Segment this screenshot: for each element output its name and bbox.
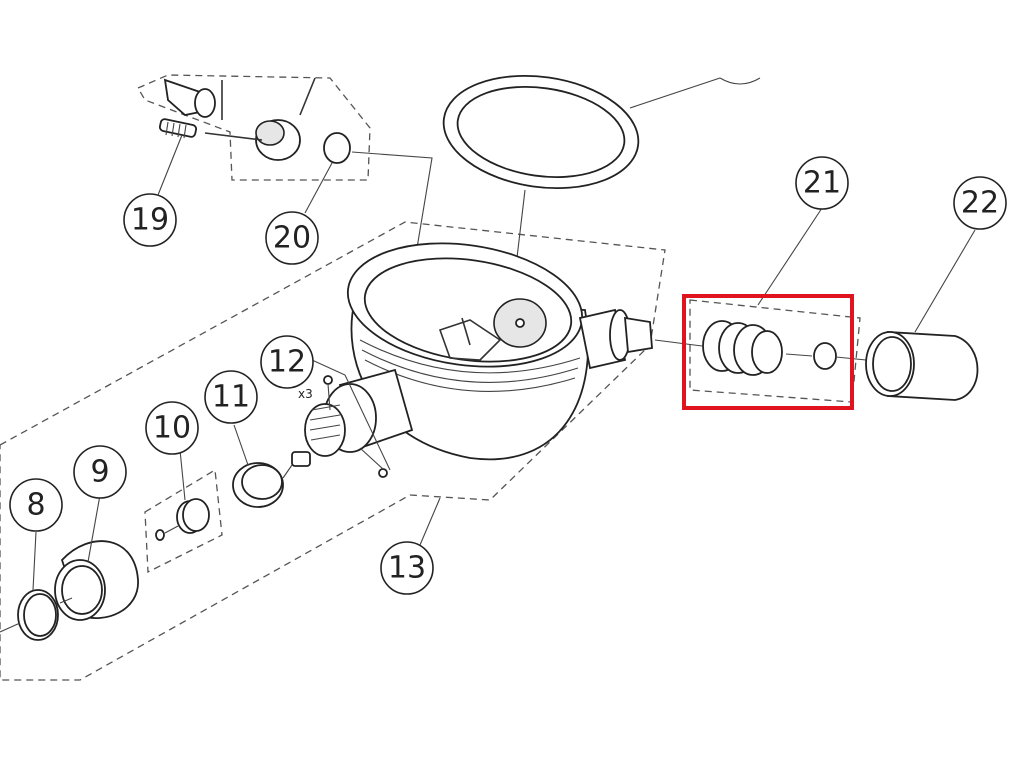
- screw-12b: [378, 468, 388, 478]
- callout-19-label: 19: [131, 203, 169, 238]
- callout-9: 9: [73, 445, 127, 499]
- end-cap-part-9: [54, 540, 139, 621]
- leader-13: [419, 497, 441, 546]
- callout-13-label: 13: [388, 551, 426, 586]
- spring-set-part-21: [702, 320, 867, 376]
- large-o-ring: [442, 74, 640, 190]
- callout-11: 11: [204, 370, 258, 424]
- leader-12a: [327, 383, 331, 411]
- ring-part-8: [17, 589, 59, 641]
- callout-12-note: x3: [298, 387, 313, 401]
- main-bowl-body: [346, 242, 589, 461]
- leader-22: [914, 229, 976, 333]
- leader-12: [311, 359, 391, 471]
- callout-22-label: 22: [961, 186, 999, 221]
- callout-19: 19: [123, 193, 177, 247]
- regulator-plug: [291, 368, 414, 467]
- callout-8-label: 8: [26, 488, 45, 523]
- spring-part-10: [155, 498, 210, 541]
- leader-8: [32, 531, 37, 591]
- hose-barb-fitting: [578, 308, 653, 370]
- callout-10-label: 10: [153, 411, 191, 446]
- callout-22: 22: [953, 176, 1007, 230]
- highlight-box-part-21: [682, 294, 854, 410]
- leader-11: [233, 424, 249, 466]
- leader-oring-top: [629, 77, 721, 109]
- leader-8-left: [0, 622, 21, 633]
- callout-21: 21: [795, 156, 849, 210]
- leader-11-to-plug: [282, 464, 293, 479]
- callout-9-label: 9: [90, 455, 109, 490]
- small-screw-part-19: [158, 118, 198, 139]
- callout-10: 10: [145, 401, 199, 455]
- sleeve-part-22: [865, 331, 979, 401]
- part-10-group-outline: [144, 468, 223, 574]
- leader-20: [304, 162, 333, 214]
- callout-8: 8: [9, 478, 63, 532]
- small-seal-part-20: [323, 132, 351, 164]
- callout-13: 13: [380, 541, 434, 595]
- callout-20: 20: [265, 211, 319, 265]
- leader-body-to-21: [654, 339, 703, 347]
- leader-19: [157, 134, 183, 196]
- leader-21: [757, 207, 823, 306]
- o-ring-part-11: [232, 462, 284, 508]
- leader-9: [87, 494, 101, 563]
- callout-12: 12 x3: [260, 335, 314, 401]
- partial-callout-top: [719, 77, 761, 85]
- screw-12a: [323, 375, 333, 385]
- leader-9-to-ring: [59, 597, 73, 604]
- callout-20-label: 20: [273, 221, 311, 256]
- top-fitting-group-outline: [137, 74, 371, 181]
- needle-valve-fitting: [163, 77, 316, 161]
- callout-11-label: 11: [212, 380, 250, 415]
- leader-10: [179, 449, 186, 501]
- callout-21-label: 21: [803, 166, 841, 201]
- callout-12-label: 12: [268, 345, 306, 380]
- main-body-group-outline: [0, 221, 666, 681]
- leader-12b: [359, 447, 384, 470]
